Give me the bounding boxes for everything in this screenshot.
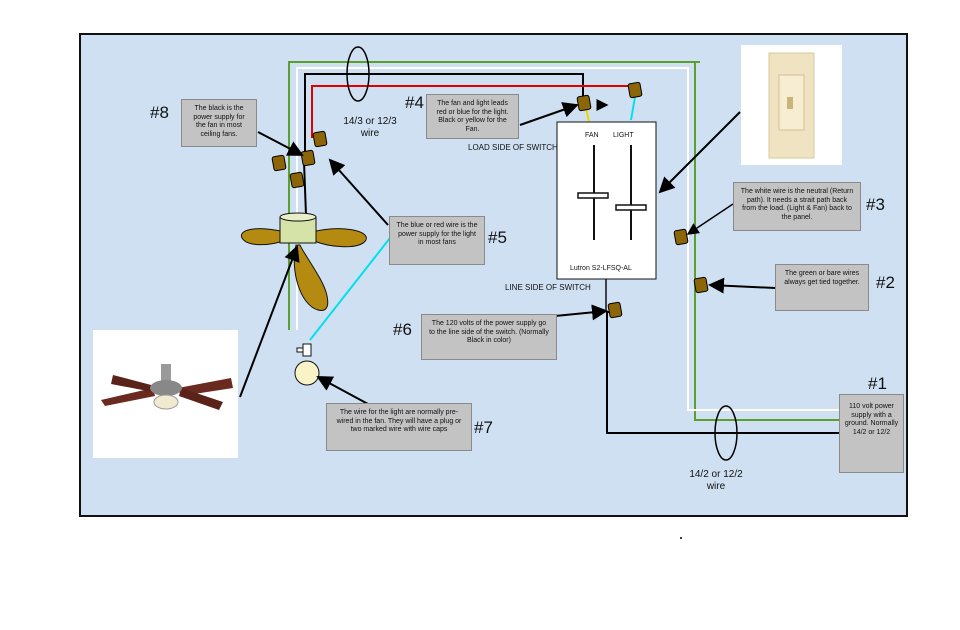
wire-nut-icon (693, 276, 709, 294)
callout-2: The green or bare wires always get tied … (775, 264, 869, 311)
ceiling-fan-photo-icon (101, 364, 233, 410)
label-num-7: #7 (474, 418, 493, 437)
wire-nut-icon (289, 171, 305, 189)
callout-3: The white wire is the neutral (Return pa… (733, 182, 861, 231)
label-num-4: #4 (405, 93, 424, 112)
label-num-3: #3 (866, 195, 885, 214)
light-slider (615, 204, 647, 211)
green-ground-wire (288, 61, 840, 421)
label-num-5: #5 (488, 228, 507, 247)
light-label: LIGHT (613, 132, 634, 139)
callout-4: The fan and light leads red or blue for … (426, 94, 519, 139)
upper-wire-label-line2: wire (360, 128, 380, 139)
black-fan-lead (303, 161, 307, 216)
wire-nut-icon (312, 130, 328, 148)
arrow-7 (316, 376, 369, 405)
upper-wire-label-line1: 14/3 or 12/3 (343, 116, 397, 127)
label-num-1: #1 (868, 374, 887, 393)
callout-7: The wire for the light are normally pre-… (326, 403, 472, 451)
fan-label: FAN (585, 132, 599, 139)
arrow-8 (257, 131, 304, 156)
yellow-switch-lead (585, 107, 590, 123)
arrow-4 (519, 102, 579, 126)
switch-plate-photo (741, 45, 842, 165)
wire-nut-icon (300, 149, 316, 167)
stray-dot (680, 537, 682, 539)
callout-5: The blue or red wire is the power supply… (389, 216, 485, 265)
fan-slider (577, 192, 609, 199)
wire-nut-icon (607, 301, 623, 319)
callout-1: 110 volt power supply with a ground. Nor… (839, 394, 904, 473)
blue-switch-lead (630, 96, 636, 121)
upper-wire-bundle (346, 46, 370, 102)
arrow-3 (686, 203, 734, 235)
wire-nut-icon (576, 94, 592, 112)
arrow-6 (554, 304, 608, 321)
light-kit-icon (294, 343, 320, 386)
lower-wire-bundle (714, 405, 738, 461)
label-num-8: #8 (150, 103, 169, 122)
black-line-wire (606, 311, 840, 434)
label-num-2: #2 (876, 273, 895, 292)
lower-wire-label-line2: wire (706, 481, 726, 492)
wire-nut-icon (271, 154, 287, 172)
load-side-label: LOAD SIDE OF SWITCH (468, 143, 558, 152)
ceiling-fan-icon (240, 212, 367, 311)
arrow-2 (708, 277, 776, 294)
line-side-label: LINE SIDE OF SWITCH (505, 283, 591, 292)
ceiling-fan-photo (93, 330, 238, 458)
lower-wire-label-line1: 14/2 or 12/2 (689, 469, 743, 480)
wire-nut-icon (627, 81, 643, 99)
blue-light-wire (309, 237, 391, 341)
lower-wire-label: 14/2 or 12/2 wire (680, 469, 752, 493)
switch-plate-icon (768, 52, 815, 159)
arrow-5a (328, 158, 389, 226)
arrow-photo-fan (239, 245, 300, 398)
callout-8: The black is the power supply for the fa… (181, 99, 257, 147)
upper-wire-label: 14/3 or 12/3 wire (335, 116, 405, 140)
arrow-switchplate (658, 111, 741, 194)
wire-nut-icon (673, 228, 689, 246)
switch-body (556, 121, 657, 280)
label-num-6: #6 (393, 320, 412, 339)
switch-model-label: Lutron S2-LFSQ-AL (570, 265, 632, 272)
callout-6: The 120 volts of the power supply go to … (421, 314, 557, 360)
